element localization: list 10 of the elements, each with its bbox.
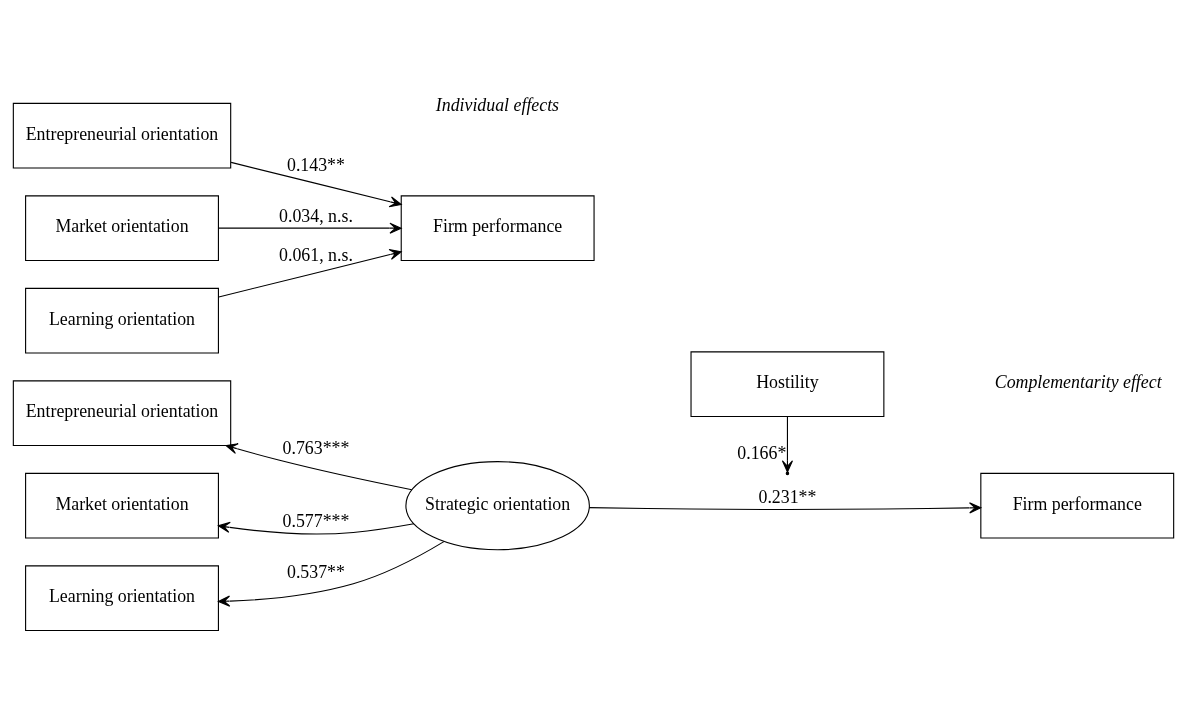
- edge-label: 0.577***: [282, 510, 350, 531]
- edge-label: 0.763***: [282, 438, 350, 459]
- edge-label: 0.143**: [286, 155, 345, 176]
- label: Complementarity effect: [994, 372, 1162, 393]
- edge-label: 0.061, n.s.: [279, 245, 353, 266]
- label: Individual effects: [435, 94, 560, 115]
- edge-label: 0.231**: [758, 487, 817, 508]
- edge-label: 0.166*: [737, 442, 787, 463]
- edge-label: 0.034, n.s.: [279, 206, 353, 227]
- edge-label: 0.537**: [286, 561, 345, 582]
